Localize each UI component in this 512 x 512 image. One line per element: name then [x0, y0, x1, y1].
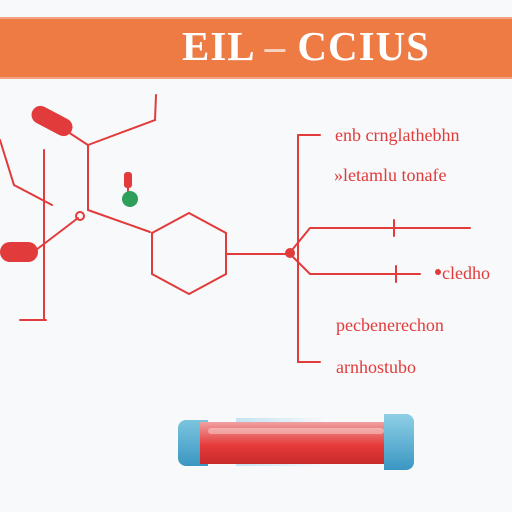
- bond-center-down: [87, 209, 151, 233]
- label-4: pecbenerechon: [336, 315, 444, 335]
- label-3: cledho: [442, 263, 490, 283]
- benzene-ring: [151, 211, 227, 296]
- bond-left-diagonal: [0, 139, 53, 206]
- bond-to-capsule: [35, 217, 79, 251]
- test-tube: [178, 414, 414, 470]
- page-title: EIL – CCIUS: [182, 23, 430, 69]
- title-banner: [0, 17, 512, 79]
- label-5: arnhostubo: [336, 357, 416, 377]
- label-dot: [435, 269, 441, 275]
- red-capsule-top: [31, 105, 73, 137]
- branch-upper: [291, 227, 471, 251]
- label-1: enb crnglathebhn: [335, 125, 460, 145]
- red-capsule-left: [0, 242, 38, 262]
- green-atom: [122, 191, 138, 207]
- red-atom-stub: [124, 172, 132, 188]
- tube-body: [200, 422, 390, 464]
- bond-upper: [64, 129, 89, 211]
- bond-upper-right: [87, 94, 157, 146]
- label-2: »letamlu tonafe: [334, 165, 447, 185]
- tube-shine: [208, 428, 384, 434]
- tube-cap-right: [384, 414, 414, 470]
- junction-node: [285, 248, 295, 258]
- node-small: [75, 211, 85, 221]
- branch-lower: [291, 255, 421, 275]
